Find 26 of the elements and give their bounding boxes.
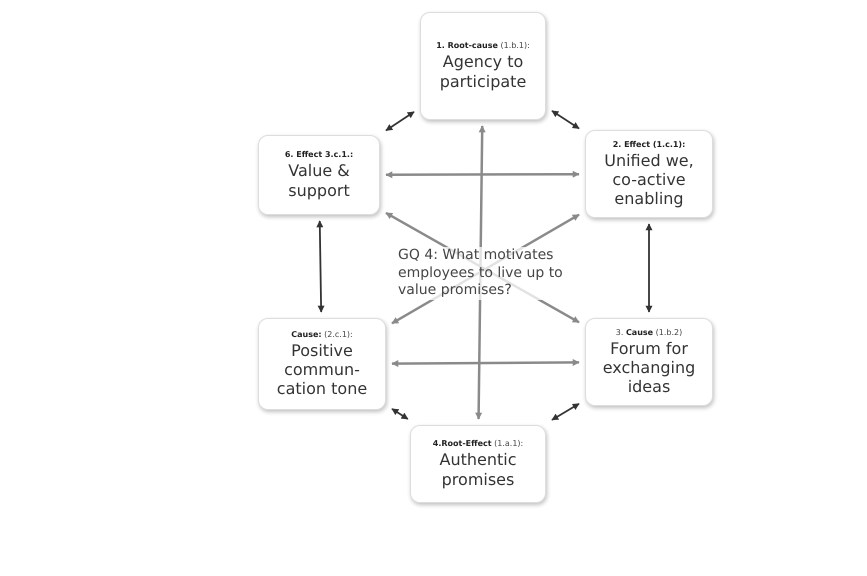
node-box: [258, 318, 386, 410]
node-box: [420, 12, 546, 120]
node-heading: 3. Cause (1.b.2): [616, 328, 682, 337]
node-text: Agency to participate: [438, 52, 528, 91]
arrow: [385, 111, 415, 132]
node-heading: 6. Effect 3.c.1.:: [284, 150, 354, 160]
node-text: Authentic promises: [438, 450, 518, 489]
node-box: [585, 130, 713, 218]
node-text: Positive commun- cation tone: [276, 340, 368, 398]
node-heading: 4.Root-Effect (1.a.1):: [432, 439, 524, 448]
node-box: [585, 318, 713, 406]
arrow: [391, 408, 408, 420]
arrow: [316, 220, 325, 313]
node-heading: 1. Root-cause (1.b.1):: [436, 41, 530, 50]
arrow: [391, 358, 580, 368]
arrow: [551, 402, 580, 421]
node-heading: 2. Effect (1.c.1):: [612, 140, 686, 149]
node-heading: Cause: (2.c.1):: [291, 330, 353, 339]
node-text: Value & support: [287, 161, 351, 200]
node-text: Unified we, co-active enabling: [603, 150, 695, 208]
arrow: [385, 170, 580, 178]
arrow: [646, 223, 652, 313]
arrow: [551, 110, 580, 130]
node-box: [258, 135, 380, 215]
node-text: Forum for exchanging ideas: [602, 338, 696, 396]
node-box: [410, 425, 546, 503]
